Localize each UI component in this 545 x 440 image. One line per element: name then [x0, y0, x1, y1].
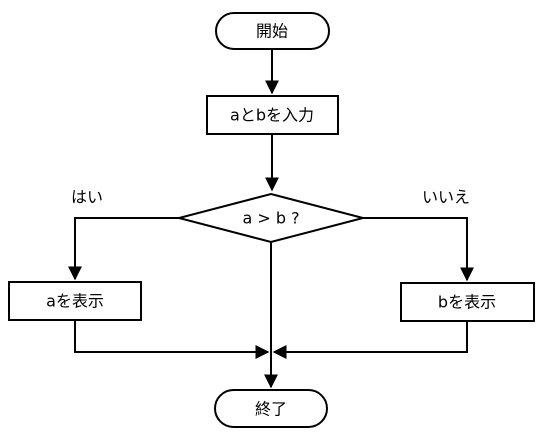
start-terminal: 開始 [215, 12, 330, 50]
no-branch-label: いいえ [422, 188, 470, 207]
input-process: aとbを入力 [206, 95, 339, 135]
decision-diamond: a > b ? [175, 192, 367, 244]
edge-show-a-to-merge [74, 320, 270, 359]
end-label: 終了 [255, 400, 287, 419]
decision-label: a > b ? [242, 209, 299, 228]
start-label: 開始 [256, 22, 288, 41]
input-label: aとbを入力 [230, 106, 314, 125]
show-b-label: bを表示 [438, 293, 496, 312]
show-a-label: aを表示 [46, 292, 104, 311]
edge-show-b-to-merge [272, 321, 468, 359]
edge-decision-no-to-show-b [363, 217, 474, 282]
show-b-process: bを表示 [400, 282, 535, 322]
connectors [68, 49, 474, 389]
end-terminal: 終了 [214, 389, 328, 428]
yes-branch-label: はい [71, 188, 103, 207]
show-a-process: aを表示 [8, 281, 142, 321]
edge-decision-yes-to-show-a [68, 217, 179, 281]
